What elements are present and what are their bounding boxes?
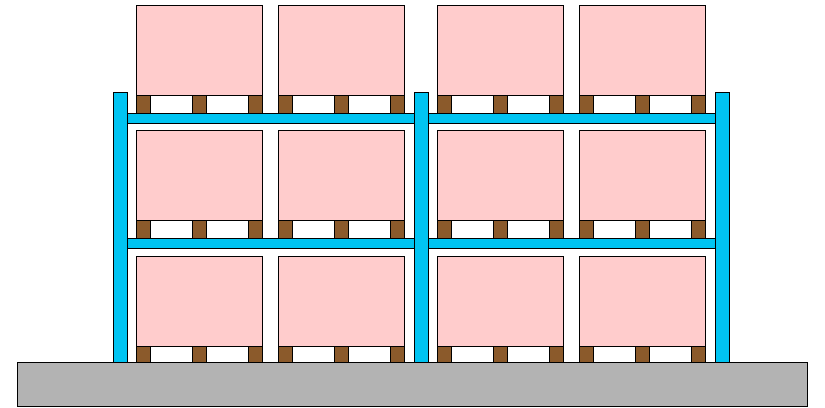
pallet-block-level-2-position-1-2 — [193, 221, 207, 239]
pallet-load-level-3-position-2 — [279, 257, 405, 347]
pallet-block-level-3-position-4-3 — [692, 347, 706, 363]
pallet-block-level-2-position-1-3 — [249, 221, 263, 239]
pallet-load-level-2-position-4 — [580, 131, 706, 221]
pallet-block-level-2-position-4-2 — [636, 221, 650, 239]
pallet-block-level-3-position-2-3 — [391, 347, 405, 363]
floor-slab — [18, 363, 808, 407]
pallet-load-level-3-position-1 — [137, 257, 263, 347]
pallet-block-level-1-position-3-1 — [438, 96, 452, 114]
pallet-load-level-1-position-3 — [438, 6, 564, 96]
rack-beam-level-1-bay-2 — [429, 114, 716, 124]
pallet-block-level-3-position-1-3 — [249, 347, 263, 363]
pallet-block-level-1-position-3-3 — [550, 96, 564, 114]
pallet-block-level-1-position-4-2 — [636, 96, 650, 114]
pallet-load-level-3-position-4 — [580, 257, 706, 347]
rack-upright-3 — [716, 93, 730, 363]
pallet-block-level-2-position-2-3 — [391, 221, 405, 239]
pallet-block-level-1-position-4-3 — [692, 96, 706, 114]
rack-upright-1 — [114, 93, 128, 363]
pallet-block-level-2-position-4-3 — [692, 221, 706, 239]
pallet-block-level-3-position-3-1 — [438, 347, 452, 363]
rack-beam-level-2-bay-1 — [128, 239, 415, 249]
pallet-block-level-3-position-3-2 — [494, 347, 508, 363]
pallet-load-level-2-position-1 — [137, 131, 263, 221]
pallet-load-level-1-position-2 — [279, 6, 405, 96]
pallet-block-level-2-position-1-1 — [137, 221, 151, 239]
pallet-block-level-3-position-2-2 — [335, 347, 349, 363]
pallet-block-level-2-position-3-1 — [438, 221, 452, 239]
pallet-block-level-3-position-2-1 — [279, 347, 293, 363]
pallet-block-level-1-position-2-3 — [391, 96, 405, 114]
pallet-block-level-1-position-1-1 — [137, 96, 151, 114]
pallet-block-level-2-position-3-3 — [550, 221, 564, 239]
pallet-block-level-1-position-4-1 — [580, 96, 594, 114]
pallet-load-level-3-position-3 — [438, 257, 564, 347]
pallet-block-level-1-position-1-3 — [249, 96, 263, 114]
rack-upright-2 — [415, 93, 429, 363]
pallet-block-level-1-position-2-1 — [279, 96, 293, 114]
pallet-load-level-1-position-4 — [580, 6, 706, 96]
rack-beam-level-2-bay-2 — [429, 239, 716, 249]
pallet-block-level-1-position-3-2 — [494, 96, 508, 114]
pallet-block-level-3-position-3-3 — [550, 347, 564, 363]
pallet-block-level-3-position-4-1 — [580, 347, 594, 363]
pallet-load-level-2-position-3 — [438, 131, 564, 221]
pallet-block-level-2-position-4-1 — [580, 221, 594, 239]
pallet-block-level-1-position-1-2 — [193, 96, 207, 114]
pallet-load-level-2-position-2 — [279, 131, 405, 221]
pallet-block-level-2-position-3-2 — [494, 221, 508, 239]
rack-beam-level-1-bay-1 — [128, 114, 415, 124]
pallet-load-level-1-position-1 — [137, 6, 263, 96]
pallet-block-level-3-position-1-2 — [193, 347, 207, 363]
pallet-block-level-1-position-2-2 — [335, 96, 349, 114]
pallet-block-level-3-position-4-2 — [636, 347, 650, 363]
pallet-block-level-2-position-2-2 — [335, 221, 349, 239]
pallet-block-level-3-position-1-1 — [137, 347, 151, 363]
pallet-block-level-2-position-2-1 — [279, 221, 293, 239]
